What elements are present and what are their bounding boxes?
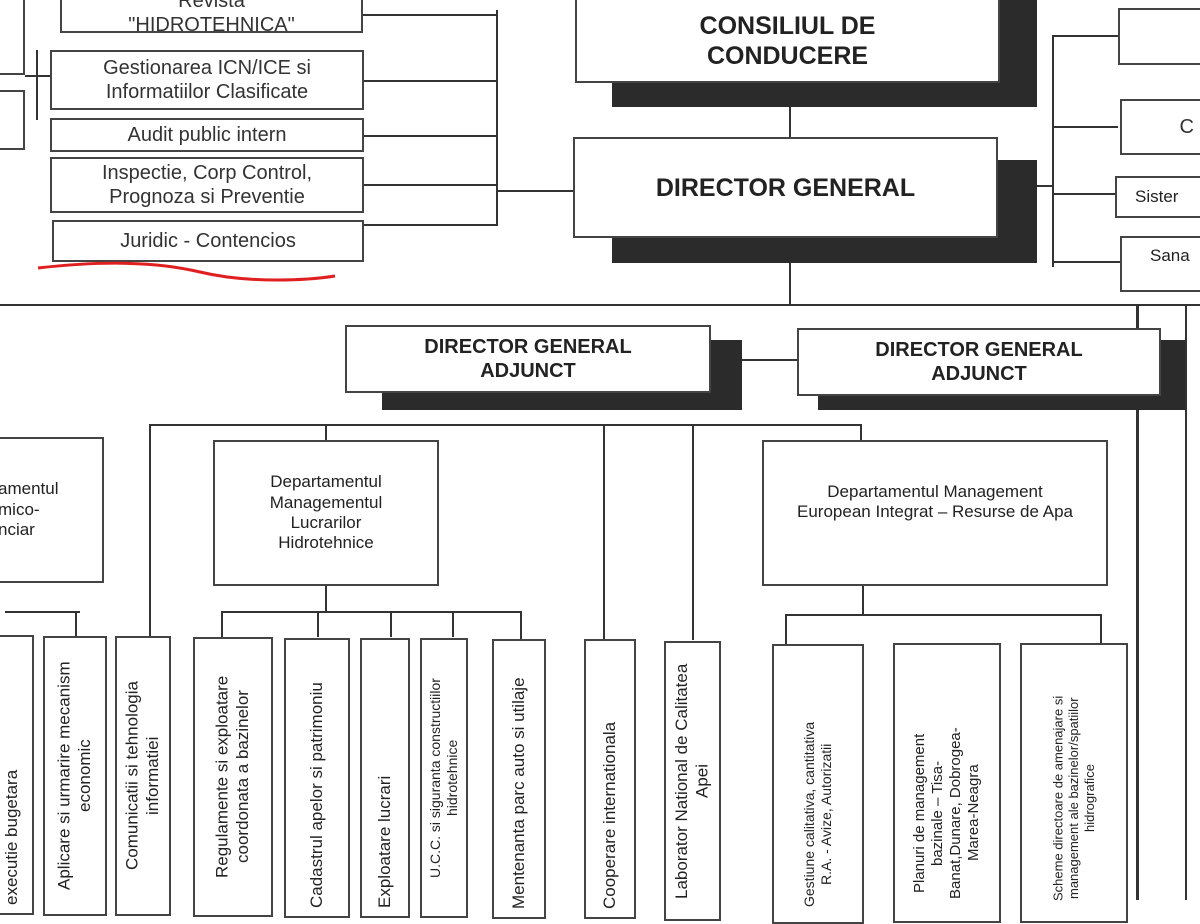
- department-label: Departamentul Managementul Lucrarilor Hi…: [269, 472, 383, 553]
- unit-box: Mentenanta parc auto si utilaje: [492, 639, 546, 919]
- unit-label: Planuri de management bazinale – Tisa-Ba…: [911, 727, 982, 899]
- department-lucrari-box: Departamentul Managementul Lucrarilor Hi…: [213, 440, 439, 586]
- unit-label: executie bugetara: [1, 769, 21, 905]
- department-label: amentul mico- nciar: [0, 479, 59, 540]
- partial-box-right: Sister: [1115, 176, 1200, 218]
- unit-label: Regulamente si exploatare coordonata a b…: [212, 675, 252, 879]
- unit-box: U.C.C. si siguranta constructiilor hidro…: [420, 638, 468, 918]
- partial-box: [0, 0, 25, 75]
- juridic-box: Juridic - Contencios: [52, 220, 364, 262]
- unit-box: Laborator National de Calitatea Apei: [664, 641, 721, 921]
- connector: [362, 80, 498, 82]
- juridic-label: Juridic - Contencios: [120, 230, 296, 252]
- unit-box: Gestiune calitativa, cantitativa R.A. - …: [772, 644, 864, 924]
- director-general-adjunct-box-1: DIRECTOR GENERAL ADJUNCT: [345, 325, 711, 393]
- gestionare-icn-box: Gestionarea ICN/ICE si Informatiilor Cla…: [50, 50, 364, 110]
- partial-label: Sana: [1150, 246, 1190, 265]
- unit-box: Regulamente si exploatare coordonata a b…: [193, 637, 273, 917]
- audit-box: Audit public intern: [50, 118, 364, 152]
- connector: [1185, 304, 1187, 900]
- unit-box: executie bugetara: [0, 635, 34, 915]
- audit-label: Audit public intern: [127, 124, 287, 146]
- dga2-label: DIRECTOR GENERAL ADJUNCT: [875, 339, 1083, 385]
- unit-label: Gestiune calitativa, cantitativa R.A. - …: [801, 721, 834, 907]
- unit-label: Scheme directoare de amenajare si manage…: [1050, 695, 1097, 901]
- unit-box: Scheme directoare de amenajare si manage…: [1020, 643, 1128, 923]
- unit-label: Exploatare lucrari: [374, 775, 394, 908]
- inspectie-box: Inspectie, Corp Control, Prognoza si Pre…: [50, 157, 364, 213]
- connector: [5, 611, 80, 613]
- connector: [785, 614, 787, 644]
- revista-label: Revista "HIDROTEHNICA": [128, 0, 295, 36]
- director-general-box: DIRECTOR GENERAL: [573, 137, 998, 238]
- connector: [520, 611, 522, 639]
- partial-box-right: C: [1120, 99, 1200, 155]
- connector: [710, 359, 798, 361]
- connector: [221, 611, 223, 637]
- dga1-label: DIRECTOR GENERAL ADJUNCT: [424, 336, 632, 382]
- department-label: Departamentul Management European Integr…: [797, 482, 1073, 522]
- unit-label: Mentenanta parc auto si utilaje: [508, 677, 528, 909]
- connector: [149, 424, 151, 636]
- connector: [325, 584, 327, 612]
- connector: [390, 611, 392, 637]
- connector: [221, 611, 521, 613]
- unit-label: Cadastrul apelor si patrimoniu: [306, 682, 326, 908]
- revista-hidrotehnica-box: Revista "HIDROTEHNICA": [60, 0, 363, 36]
- unit-box: Planuri de management bazinale – Tisa-Ba…: [893, 643, 1001, 923]
- unit-box: Cooperare internationala: [584, 639, 636, 919]
- connector: [36, 50, 38, 120]
- connector: [362, 135, 498, 137]
- director-general-adjunct-box-2: DIRECTOR GENERAL ADJUNCT: [797, 328, 1161, 396]
- inspectie-label: Inspectie, Corp Control, Prognoza si Pre…: [101, 162, 313, 208]
- connector: [496, 190, 576, 192]
- unit-box: Comunicatii si tehnologia informatiei: [115, 636, 171, 916]
- connector: [1052, 35, 1118, 37]
- connector: [1037, 185, 1053, 187]
- consiliul-de-conducere-box: CONSILIUL DE CONDUCERE: [575, 0, 1000, 83]
- connector: [1052, 35, 1054, 267]
- connector: [452, 611, 454, 637]
- connector: [25, 75, 50, 77]
- connector: [785, 614, 1101, 616]
- connector: [1052, 193, 1116, 195]
- unit-label: Cooperare internationala: [599, 721, 619, 909]
- connector: [1136, 304, 1139, 900]
- director-general-label: DIRECTOR GENERAL: [655, 173, 916, 202]
- department-european-box: Departamentul Management European Integr…: [762, 440, 1108, 586]
- unit-label: Laborator National de Calitatea Apei: [672, 663, 712, 899]
- connector: [1052, 261, 1120, 263]
- partial-box-right: Sana: [1120, 236, 1200, 292]
- connector: [603, 424, 605, 640]
- partial-box-right: [1118, 8, 1200, 65]
- unit-box: Cadastrul apelor si patrimoniu: [284, 638, 350, 918]
- unit-box: Exploatare lucrari: [360, 638, 410, 918]
- connector: [692, 424, 694, 640]
- connector: [496, 10, 498, 226]
- unit-label: Aplicare si urmarire mecanism economic: [54, 661, 94, 891]
- connector: [362, 184, 498, 186]
- connector: [362, 224, 498, 226]
- connector: [1100, 614, 1102, 644]
- connector: [862, 584, 864, 614]
- connector: [149, 424, 861, 426]
- unit-label: U.C.C. si siguranta constructiilor hidro…: [427, 678, 460, 878]
- connector: [325, 424, 327, 440]
- consiliu-label: CONSILIUL DE CONDUCERE: [699, 11, 876, 70]
- connector: [317, 611, 319, 637]
- department-economic-box: amentul mico- nciar: [0, 437, 104, 583]
- unit-box: Aplicare si urmarire mecanism economic: [43, 636, 107, 916]
- connector: [1052, 126, 1118, 128]
- red-underline-annotation: [37, 261, 336, 282]
- partial-label: Sister: [1135, 186, 1179, 206]
- connector: [362, 14, 498, 16]
- divider-line: [0, 304, 1200, 306]
- gestionare-label: Gestionarea ICN/ICE si Informatiilor Cla…: [103, 57, 311, 103]
- unit-label: Comunicatii si tehnologia informatiei: [122, 681, 162, 871]
- partial-box: [0, 90, 25, 150]
- connector: [75, 611, 77, 637]
- connector: [860, 424, 862, 440]
- partial-label: C: [1179, 116, 1194, 138]
